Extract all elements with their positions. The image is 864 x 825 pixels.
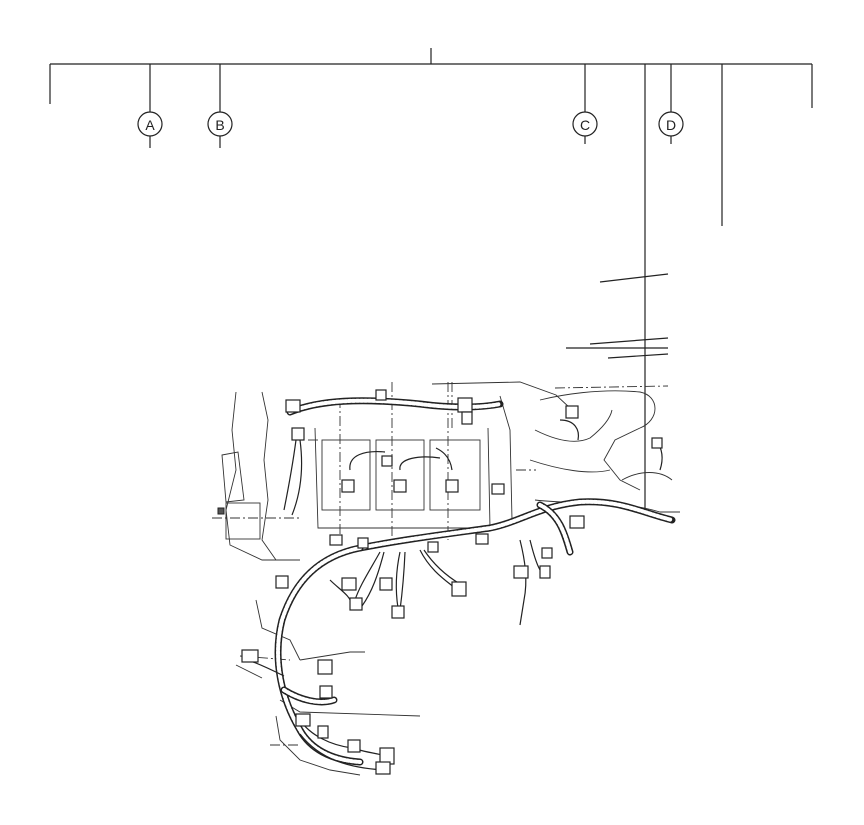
connector xyxy=(341,479,355,493)
connectors xyxy=(217,389,663,775)
connector xyxy=(539,565,551,579)
callout-c-label: C xyxy=(580,117,590,133)
connector xyxy=(349,597,363,611)
connector xyxy=(317,725,329,739)
connector xyxy=(445,479,459,493)
connector xyxy=(491,483,505,495)
callout-d: D xyxy=(658,111,684,137)
connector xyxy=(565,405,579,419)
callout-a-label: A xyxy=(145,117,155,133)
connector xyxy=(379,577,393,591)
connector xyxy=(285,399,301,413)
callout-c: C xyxy=(572,111,598,137)
connector xyxy=(475,533,489,545)
connector xyxy=(329,534,343,546)
connector xyxy=(457,397,473,413)
connector xyxy=(375,389,387,401)
callout-b: B xyxy=(207,111,233,137)
connector xyxy=(319,685,333,699)
connector xyxy=(513,565,529,579)
connector xyxy=(451,581,467,597)
connector xyxy=(461,411,473,425)
callout-a: A xyxy=(137,111,163,137)
connector xyxy=(291,427,305,441)
connector xyxy=(541,547,553,559)
connector xyxy=(569,515,585,529)
main-harness xyxy=(274,397,676,766)
connector xyxy=(317,659,333,675)
connector xyxy=(347,739,361,753)
connector xyxy=(241,649,259,663)
connector xyxy=(427,541,439,553)
connector xyxy=(381,455,393,467)
connector xyxy=(295,713,311,727)
connector xyxy=(651,437,663,449)
connector xyxy=(375,761,391,775)
connector xyxy=(391,605,405,619)
callout-d-label: D xyxy=(666,117,676,133)
engine-outline xyxy=(212,381,680,776)
connector xyxy=(393,479,407,493)
connector xyxy=(217,507,225,515)
connector xyxy=(357,537,369,549)
connector xyxy=(275,575,289,589)
connector xyxy=(341,577,357,591)
callout-b-label: B xyxy=(215,117,224,133)
leader-line-tree xyxy=(49,48,813,515)
